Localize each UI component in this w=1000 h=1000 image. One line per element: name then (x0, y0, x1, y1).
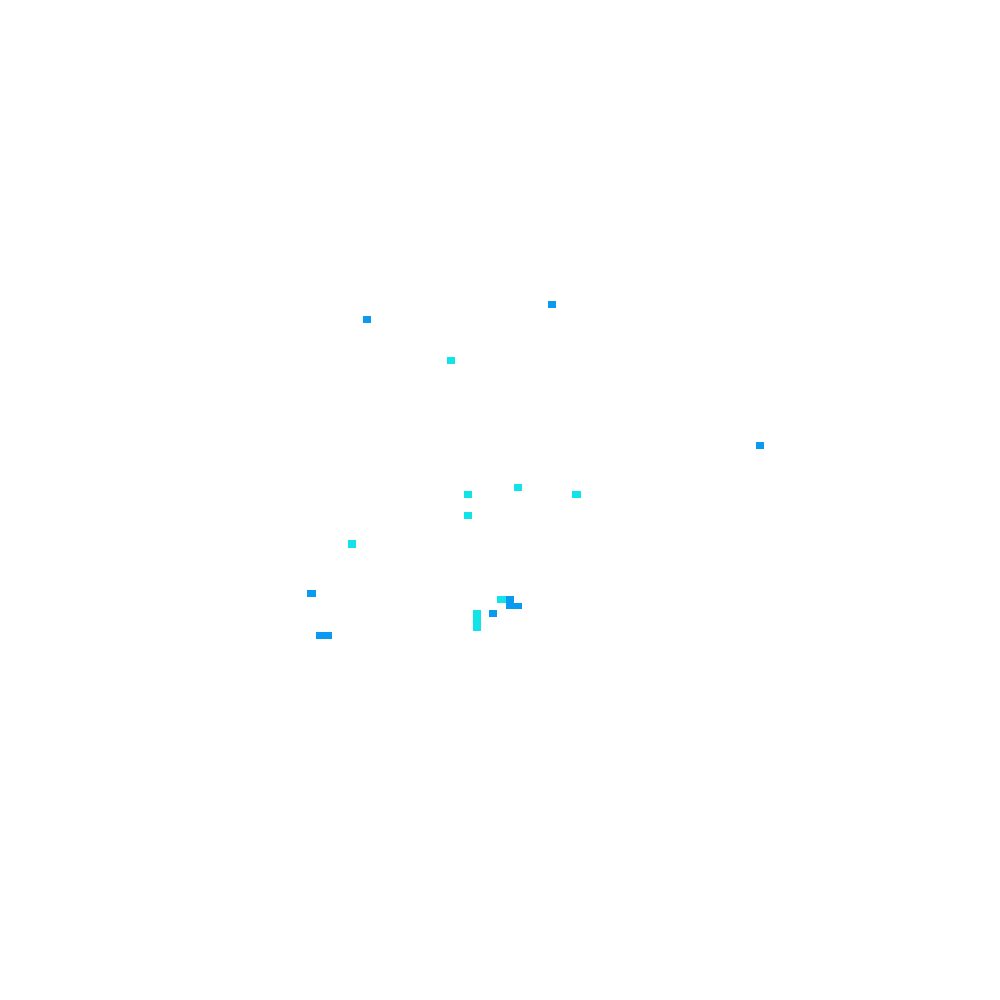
cyan-square (514, 484, 522, 491)
cyan-square (447, 357, 455, 364)
cyan-square (497, 596, 506, 603)
blue-square (489, 610, 497, 617)
cyan-square (464, 491, 472, 498)
blue-square (363, 316, 371, 323)
cyan-square (348, 540, 356, 548)
blue-square (307, 590, 316, 597)
blue-square (548, 301, 556, 308)
blue-square (316, 632, 332, 639)
blue-square (506, 596, 514, 603)
cyan-square (572, 491, 581, 498)
cyan-square (464, 512, 472, 519)
blue-square (756, 442, 764, 449)
cyan-square (473, 610, 481, 631)
blue-square (506, 603, 522, 609)
